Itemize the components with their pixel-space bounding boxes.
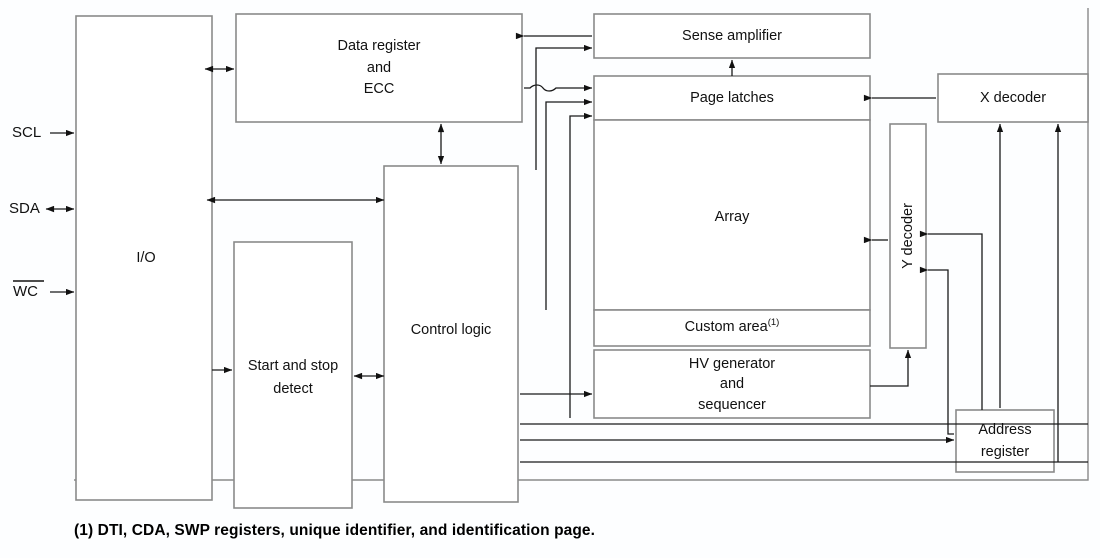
block-data-register (235, 13, 523, 123)
conn-hv-generator-to-y-decoder (870, 349, 912, 387)
signal-label-sda: SDA (9, 200, 40, 217)
label-x-decoder: X decoder (980, 90, 1046, 106)
label-address-register-line1: Address (978, 422, 1031, 438)
block-array (593, 119, 871, 311)
signal-label-wc: WC (13, 283, 38, 300)
figure-caption: (1) DTI, CDA, SWP registers, unique iden… (74, 522, 596, 539)
conn-address-register-to-y-decoder-b (919, 266, 954, 435)
label-sense-amplifier: Sense amplifier (682, 28, 782, 44)
label-data-register-line3: ECC (364, 81, 395, 97)
label-y-decoder: Y decoder (900, 203, 916, 269)
label-hv-generator-line1: HV generator (689, 356, 775, 372)
label-array: Array (715, 209, 750, 225)
label-custom-area: Custom area(1) (685, 317, 780, 335)
label-start-stop-line1: Start and stop (248, 358, 338, 374)
figure-outer-frame (74, 8, 1089, 481)
block-start-stop-detect (233, 241, 353, 509)
label-data-register-line1: Data register (337, 38, 420, 54)
conn-data-register-to-page-latches (524, 84, 593, 92)
label-address-register-line2: register (981, 444, 1030, 460)
conn-control-logic-to-page-latches-a (545, 98, 593, 310)
label-start-stop-line2: detect (273, 381, 313, 397)
conn-control-logic-to-page-latches-b (569, 112, 593, 418)
label-hv-generator-line2: and (720, 376, 744, 392)
block-x-decoder (937, 73, 1089, 123)
conn-control-logic-to-sense-amplifier (535, 44, 593, 170)
conn-address-register-to-y-decoder-a (919, 230, 983, 410)
block-control-logic (383, 165, 519, 503)
block-sense-amplifier (593, 13, 871, 59)
block-hv-generator (593, 349, 871, 419)
label-io: I/O (136, 250, 155, 266)
label-page-latches: Page latches (690, 90, 774, 106)
label-data-register-line2: and (367, 60, 391, 76)
block-custom-area (593, 309, 871, 347)
signal-label-scl: SCL (12, 124, 41, 141)
label-hv-generator-line3: sequencer (698, 397, 766, 413)
label-control-logic: Control logic (411, 322, 492, 338)
block-address-register (955, 409, 1055, 473)
label-custom-area-text: Custom area (685, 319, 769, 335)
block-io (75, 15, 213, 501)
label-custom-area-superscript: (1) (768, 317, 780, 328)
